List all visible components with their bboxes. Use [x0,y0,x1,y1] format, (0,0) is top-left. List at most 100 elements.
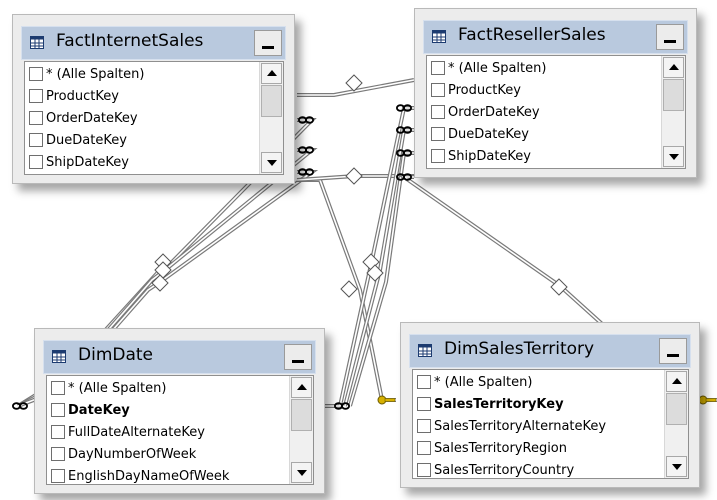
column-checkbox[interactable] [417,441,431,455]
relationship-diamond-icon [154,253,172,271]
column-checkbox[interactable] [29,111,43,125]
scroll-up-icon[interactable] [261,63,282,84]
scroll-down-icon[interactable] [291,462,312,483]
column-label: ProductKey [448,83,521,98]
scroll-up-icon[interactable] [291,377,312,398]
column-label: * (Alle Spalten) [46,67,145,82]
table-dim-sales-territory[interactable]: DimSalesTerritory * (Alle Spalten) Sales… [400,322,700,488]
column-row[interactable]: SalesTerritoryAlternateKey [417,416,660,438]
vertical-scrollbar[interactable] [661,56,685,168]
relationship-line-internet-reseller[interactable] [296,174,414,182]
scroll-thumb[interactable] [291,399,312,431]
minimize-button[interactable] [284,344,312,370]
table-title: DimDate [78,345,154,365]
column-row[interactable]: FullDateAlternateKey [51,422,285,444]
column-checkbox[interactable] [51,425,65,439]
column-row[interactable]: SalesTerritoryCountry [417,460,660,478]
column-row-all-columns[interactable]: * (Alle Spalten) [51,378,285,400]
table-title: DimSalesTerritory [444,339,595,359]
table-header[interactable]: DimSalesTerritory [409,334,691,368]
column-row[interactable]: EnglishDayNameOfWeek [51,466,285,484]
column-list[interactable]: * (Alle Spalten) ProductKey OrderDateKey… [426,55,686,169]
column-label: * (Alle Spalten) [434,375,533,390]
column-checkbox[interactable] [51,381,65,395]
column-checkbox[interactable] [29,89,43,103]
table-fact-reseller-sales[interactable]: FactResellerSales * (Alle Spalten) Produ… [414,8,697,178]
table-dim-date[interactable]: DimDate * (Alle Spalten) DateKey FullDat… [34,328,325,494]
column-checkbox[interactable] [29,155,43,169]
column-checkbox[interactable] [431,83,445,97]
column-label: OrderDateKey [46,111,138,126]
column-row[interactable]: ProductKey [29,86,255,108]
column-checkbox[interactable] [417,375,431,389]
column-checkbox[interactable] [417,397,431,411]
table-header[interactable]: FactResellerSales [423,20,688,54]
column-checkbox[interactable] [29,67,43,81]
column-label: ShipDateKey [448,149,531,164]
table-title: FactResellerSales [458,25,606,45]
column-row-all-columns[interactable]: * (Alle Spalten) [29,64,255,86]
column-list[interactable]: * (Alle Spalten) SalesTerritoryKey Sales… [412,369,689,479]
scroll-up-icon[interactable] [666,371,687,392]
column-checkbox[interactable] [431,61,445,75]
minimize-button[interactable] [659,338,687,364]
infinity-icon [395,126,412,134]
column-label: SalesTerritoryRegion [434,441,567,456]
scroll-up-icon[interactable] [663,57,684,78]
column-row[interactable]: ShipDateKey [431,146,657,168]
column-row[interactable]: OrderDateKey [431,102,657,124]
relationship-diamond-icon [366,264,384,282]
relationship-line-product[interactable] [297,78,415,97]
relationship-diamond-icon [340,280,358,298]
scroll-down-icon[interactable] [663,146,684,167]
column-row[interactable]: DayNumberOfWeek [51,444,285,466]
column-checkbox[interactable] [431,149,445,163]
column-label: DueDateKey [448,127,529,142]
relationship-diamond-icon [345,167,363,185]
vertical-scrollbar[interactable] [289,376,313,484]
column-list[interactable]: * (Alle Spalten) DateKey FullDateAlterna… [46,375,314,485]
column-checkbox[interactable] [29,133,43,147]
column-label: DueDateKey [46,133,127,148]
infinity-icon [11,402,28,410]
vertical-scrollbar[interactable] [259,62,283,174]
table-fact-internet-sales[interactable]: FactInternetSales * (Alle Spalten) Produ… [12,14,295,184]
scroll-thumb[interactable] [666,393,687,425]
table-grid-icon [52,350,66,363]
column-row[interactable]: DueDateKey [29,130,255,152]
relationship-diamond-icon [345,74,363,92]
scroll-thumb[interactable] [261,85,282,117]
column-checkbox[interactable] [431,127,445,141]
scroll-down-icon[interactable] [261,152,282,173]
column-checkbox[interactable] [51,403,65,417]
column-label: SalesTerritoryCountry [434,463,575,478]
column-checkbox[interactable] [51,469,65,483]
column-checkbox[interactable] [417,463,431,477]
vertical-scrollbar[interactable] [664,370,688,478]
column-row[interactable]: ProductKey [431,80,657,102]
column-row-all-columns[interactable]: * (Alle Spalten) [431,58,657,80]
column-checkbox[interactable] [51,447,65,461]
column-row[interactable]: SalesTerritoryRegion [417,438,660,460]
minimize-button[interactable] [254,30,282,56]
infinity-icon [297,116,314,124]
primary-key-icon [698,395,717,405]
column-row[interactable]: SalesTerritoryKey [417,394,660,416]
column-checkbox[interactable] [417,419,431,433]
scroll-down-icon[interactable] [666,456,687,477]
relationship-diamond-icon [154,261,172,279]
minimize-button[interactable] [656,24,684,50]
scroll-thumb[interactable] [663,79,684,111]
column-row[interactable]: OrderDateKey [29,108,255,130]
table-header[interactable]: DimDate [43,340,316,374]
column-list[interactable]: * (Alle Spalten) ProductKey OrderDateKey… [24,61,284,175]
column-label: FullDateAlternateKey [68,425,205,440]
column-row-all-columns[interactable]: * (Alle Spalten) [417,372,660,394]
column-row[interactable]: DueDateKey [431,124,657,146]
column-checkbox[interactable] [431,105,445,119]
column-row[interactable]: DateKey [51,400,285,422]
column-row[interactable]: ShipDateKey [29,152,255,174]
table-header[interactable]: FactInternetSales [21,26,286,60]
infinity-icon [297,146,314,154]
